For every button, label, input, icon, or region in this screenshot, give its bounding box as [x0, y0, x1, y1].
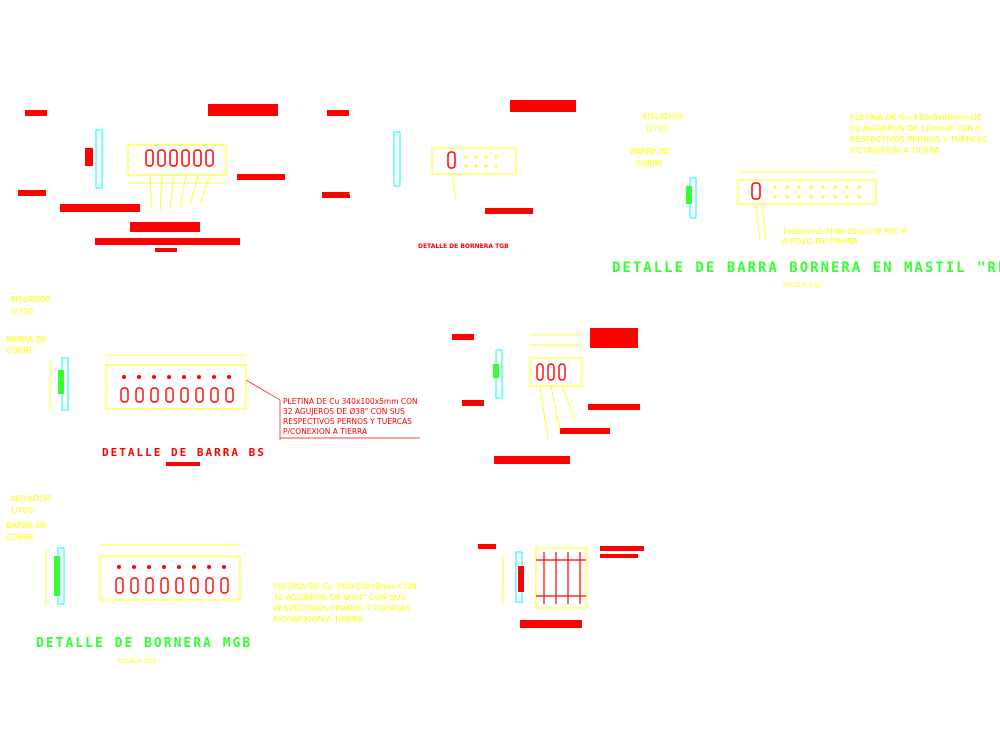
cable-line-1: 1x50mm2 THW-25mm Ø PVC-P	[782, 226, 908, 236]
barra-label-1: BARRA DE	[630, 147, 671, 156]
detail-mgb: AISLADOR 1/700 BARRA DE COBRE PLETINA DE…	[6, 494, 435, 665]
detail-middle-right	[452, 328, 640, 464]
barra-label-1: BARRA DE	[6, 335, 47, 344]
aislador-label: AISLADOR	[10, 494, 51, 503]
barra-label-1: BARRA DE	[6, 521, 47, 530]
label-block	[18, 190, 46, 196]
aislador-ratio: 1/700	[10, 307, 33, 316]
spec-line-4: P/CONEXION A TIERRA	[850, 146, 940, 155]
caption-tgb: DETALLE DE BORNERA TGB	[418, 243, 509, 250]
label-block	[60, 204, 140, 212]
copper-bar	[535, 547, 587, 609]
spec-line-2: 10 AGUJEROS DE 10mmØ CON S	[850, 123, 981, 133]
aislador-label: AISLADOR	[10, 295, 51, 304]
barra-label-2: COBRE	[6, 346, 34, 355]
label-block	[208, 104, 278, 116]
label-block	[130, 222, 200, 232]
aislador-label: AISLADOR	[642, 112, 683, 121]
detail-rf-scale: ESCALA 1/10	[783, 282, 822, 289]
copper-bar	[529, 357, 583, 387]
detail-rf: AISLADOR 1/700 BARRA DE COBRE PLETINA DE…	[612, 112, 1000, 289]
detail-bs: AISLADOR 1/700 BARRA DE COBRE PLETINA DE…	[6, 295, 420, 466]
spec-line-1: PLETINA DE Cu 330x8x80mm DE	[850, 113, 982, 122]
spec-line-2: 32 AGUJEROS DE Ø3/4" CON SUS	[273, 592, 406, 602]
spec-line-4: P/CONEXION A TIERRA	[273, 615, 363, 624]
spec-line-3: RESPECTIVOS PERNOS Y TUERCAS	[273, 604, 411, 613]
detail-top-middle: DETALLE DE BORNERA TGB	[322, 100, 576, 250]
copper-bar	[127, 144, 227, 176]
label-block	[510, 100, 576, 112]
detail-bottom-right	[478, 544, 644, 628]
detail-mgb-title: DETALLE DE BORNERA MGB	[36, 636, 252, 651]
spec-line-3: RESPECTIVOS PERNOS Y TUERCAS	[850, 135, 988, 144]
spec-line-2: 32 AGUJEROS DE Ø38" CON SUS	[283, 407, 405, 416]
aislador-ratio: 1/700	[10, 506, 33, 515]
cable-line-2: A POZO DE TIERRA	[782, 237, 858, 246]
spec-line-1: PLETINA DE Cu 340x100x8mm CON	[273, 582, 417, 591]
copper-bar	[105, 364, 247, 410]
barra-label-2: COBRE	[6, 533, 34, 542]
aislador-ratio: 1/700	[645, 124, 668, 133]
label-block	[237, 174, 285, 180]
copper-bar	[431, 147, 517, 175]
detail-bs-title: DETALLE DE BARRA BS	[102, 446, 266, 459]
copper-bar	[99, 555, 241, 601]
barra-label-2: COBRE	[635, 159, 663, 168]
detail-rf-title: DETALLE DE BARRA BORNERA EN MASTIL "RF	[612, 260, 1000, 276]
spec-line-3: RESPECTIVOS PERNOS Y TUERCAS	[283, 417, 412, 426]
spec-line-4: P/CONEXION A TIERRA	[283, 427, 368, 436]
insulator-profile	[95, 129, 103, 189]
copper-bar	[737, 179, 877, 205]
detail-mgb-scale: ESCALA 1/10	[118, 658, 157, 665]
label-block	[155, 248, 177, 252]
detail-top-left	[18, 104, 285, 252]
label-block	[95, 238, 240, 245]
spec-line-1: PLETINA DE Cu 340x100x5mm CON	[283, 397, 418, 406]
label-block	[25, 110, 47, 116]
